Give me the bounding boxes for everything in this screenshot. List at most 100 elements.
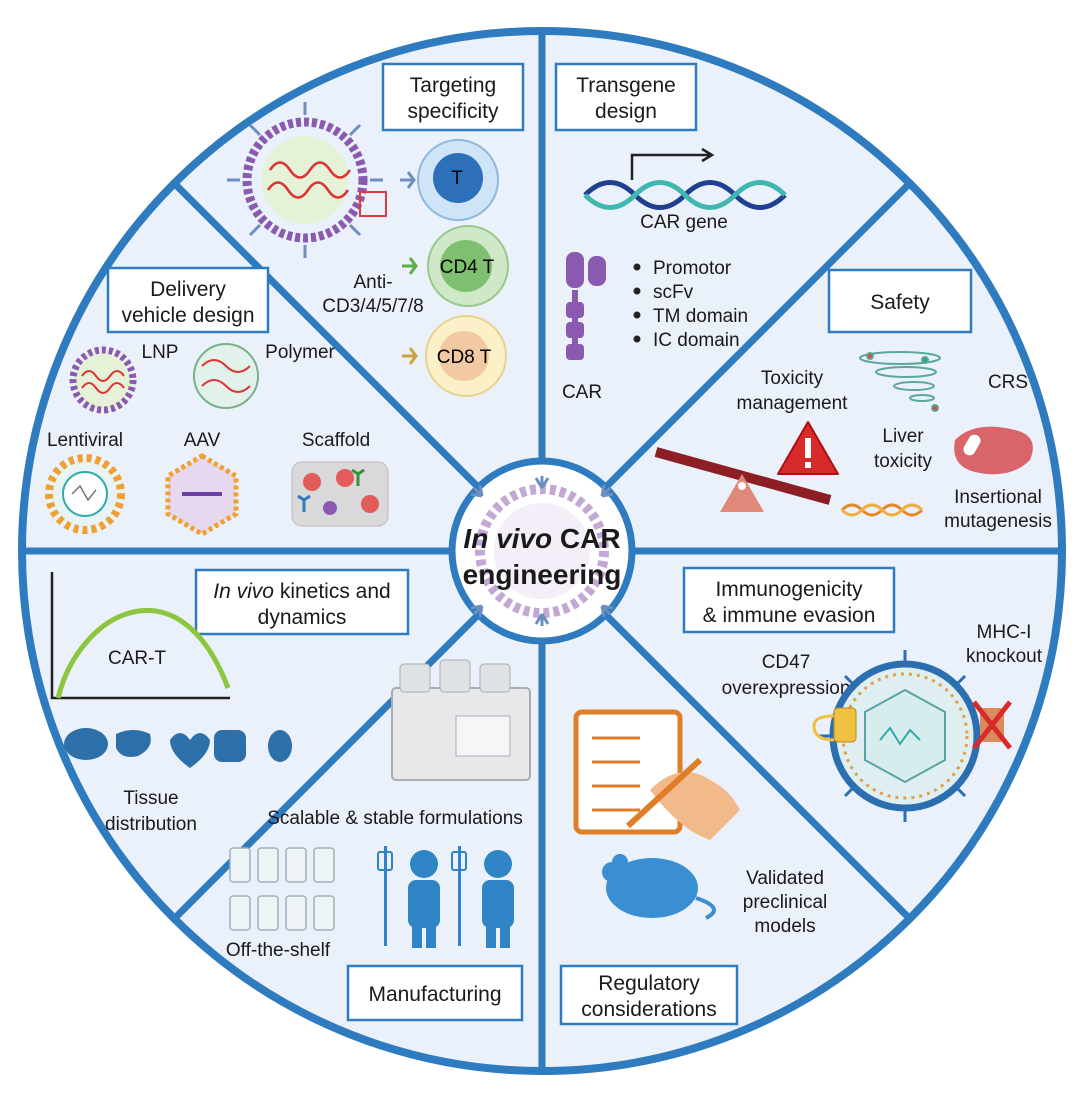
manufacturing-title-box — [346, 964, 524, 1022]
car-t-curve — [55, 608, 231, 699]
delivery-title-1: Delivery — [150, 278, 226, 301]
insertional-label-1: Insertional — [954, 487, 1042, 508]
safety-title: Safety — [870, 291, 930, 314]
cd47-receptor-icon — [812, 707, 857, 743]
cd4-binder-icon — [402, 257, 418, 275]
bullet-ic-domain: IC domain — [653, 330, 740, 351]
bullet-tm-domain: TM domain — [653, 306, 748, 327]
sector-immuno: Immunogenicity & immune evasion MHC-I kn… — [682, 566, 1043, 822]
scaffold-icon — [291, 461, 389, 527]
car-label: CAR — [562, 382, 602, 403]
bullet-promotor: Promotor — [653, 258, 732, 279]
intestine-icon — [214, 730, 246, 762]
scalable-label: Scalable & stable formulations — [267, 808, 523, 829]
cd8-binder-icon — [402, 347, 418, 365]
targeted-lnp-icon — [227, 102, 387, 258]
delivery-title-box — [106, 266, 270, 334]
promoter-arrow-icon — [630, 147, 715, 180]
liver-label-1: Liver — [882, 426, 924, 447]
car-gene-label: CAR gene — [640, 212, 728, 233]
kidney-icon — [268, 730, 292, 762]
cd8-cell-label: CD8 T — [437, 347, 492, 368]
targeting-title-box — [381, 62, 525, 132]
kinetics-title-box — [194, 568, 410, 636]
virus-icon — [819, 650, 991, 822]
cd47-label-2: overexpression — [722, 678, 851, 699]
scaffold-label: Scaffold — [302, 430, 370, 451]
aav-icon — [165, 453, 239, 537]
lnp-label: LNP — [142, 342, 179, 363]
lentiviral-label: Lentiviral — [47, 430, 123, 451]
center-lnp-icon — [470, 476, 614, 626]
aav-label: AAV — [184, 430, 221, 451]
mouse-icon — [602, 854, 716, 920]
seesaw-icon — [654, 447, 832, 512]
transgene-title-box — [554, 62, 698, 132]
targeting-title-1: Targeting — [410, 74, 496, 97]
kinetics-plot — [50, 572, 231, 700]
dna-icon — [583, 180, 787, 210]
polymer-icon — [193, 343, 259, 409]
transgene-title-2: design — [595, 100, 657, 123]
cd4-cell-label: CD4 T — [440, 257, 495, 278]
center-title-line2: engineering — [463, 559, 622, 590]
brain-icon — [64, 728, 108, 760]
dna-mutation-icon — [840, 503, 924, 517]
heart-icon — [170, 733, 210, 768]
tornado-icon — [859, 351, 941, 412]
liver-label-2: toxicity — [874, 451, 933, 472]
models-label-2: preclinical — [743, 892, 827, 913]
center-hub: In vivo CAR engineering — [448, 457, 636, 645]
immuno-title-box — [682, 566, 896, 634]
patient-icon — [377, 846, 514, 948]
t-cell-label: T — [451, 168, 463, 189]
immuno-title-2: & immune evasion — [703, 604, 876, 627]
lnp-icon — [69, 346, 137, 414]
models-label-3: models — [754, 916, 815, 937]
anti-label-2: CD3/4/5/7/8 — [322, 296, 423, 317]
mhc-knockout-icon — [972, 700, 1012, 750]
pen-icon — [625, 757, 703, 829]
transgene-title-1: Transgene — [576, 74, 676, 97]
kinetics-title-2: dynamics — [258, 606, 347, 629]
targeting-title-2: specificity — [407, 100, 499, 123]
sector-kinetics: In vivo kinetics and dynamics CAR-T Tiss… — [50, 568, 410, 835]
regulatory-title-2: considerations — [581, 998, 716, 1021]
car-receptor-icon — [566, 252, 606, 360]
bioreactor-icon — [391, 659, 531, 781]
offshelf-label: Off-the-shelf — [226, 940, 331, 961]
center-title-line1: In vivo CAR — [463, 523, 620, 554]
tissue-label-2: distribution — [105, 814, 197, 835]
insertional-label-2: mutagenesis — [944, 511, 1052, 532]
vials-icon — [229, 847, 335, 931]
liver-organ-icon — [116, 730, 151, 757]
transgene-bullets: Promotor scFv TM domain IC domain — [633, 258, 748, 351]
manufacturing-title: Manufacturing — [368, 983, 501, 1006]
kinetics-title-1: In vivo kinetics and — [213, 580, 390, 603]
regulatory-title-1: Regulatory — [598, 972, 700, 995]
lentiviral-icon — [45, 454, 125, 534]
t-binder-icon — [400, 171, 416, 189]
delivery-title-2: vehicle design — [121, 304, 254, 327]
mhc-label-1: MHC-I — [977, 622, 1032, 643]
cd47-label-1: CD47 — [762, 652, 811, 673]
anti-label-1: Anti- — [353, 272, 392, 293]
sector-safety: Safety Toxicity management CRS Liver tox… — [654, 268, 1052, 532]
sector-transgene: Transgene design CAR gene CAR Promotor s… — [554, 62, 787, 403]
sector-manufacturing: Scalable & stable formulations Off-the-s… — [226, 659, 531, 1022]
toxicity-label-1: Toxicity — [761, 368, 824, 389]
regulatory-title-box — [559, 964, 739, 1026]
tissue-label-1: Tissue — [123, 788, 178, 809]
sector-targeting: Targeting specificity T CD4 T CD8 T — [227, 62, 525, 397]
organ-icons — [64, 728, 292, 768]
car-t-label: CAR-T — [108, 648, 166, 669]
toxicity-label-2: management — [737, 393, 849, 414]
bullet-scfv: scFv — [653, 282, 694, 303]
crs-label: CRS — [988, 372, 1028, 393]
sector-dividers — [22, 30, 1062, 1072]
models-label-1: Validated — [746, 868, 824, 889]
sector-delivery: Delivery vehicle design LNP Polymer Lent… — [45, 266, 389, 537]
mhc-label-2: knockout — [966, 646, 1043, 667]
